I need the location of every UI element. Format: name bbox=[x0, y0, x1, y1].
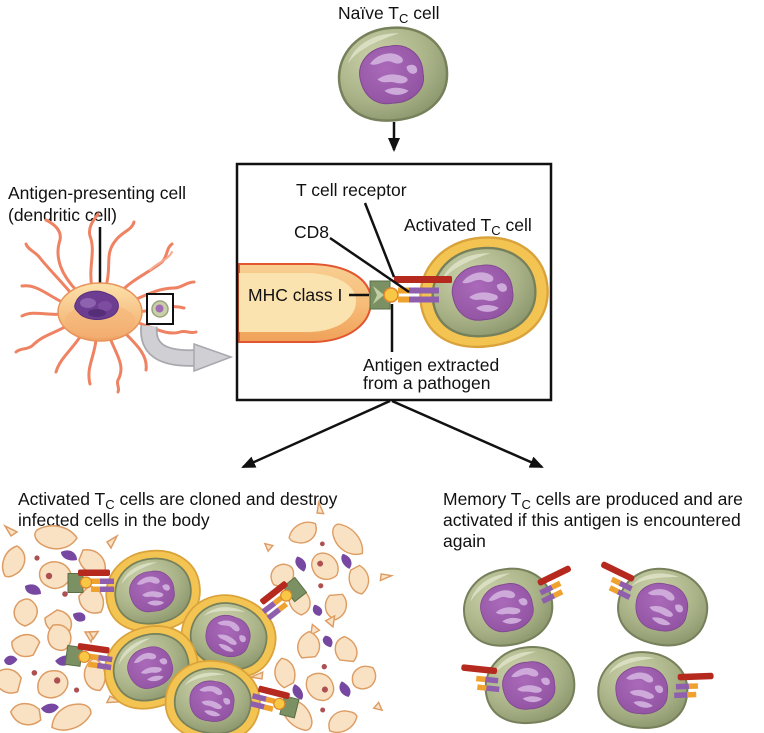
naive-t-cell bbox=[333, 22, 453, 127]
antigen-label-line1: Antigen extracted bbox=[363, 355, 499, 375]
memory-caption-line2: activated if this antigen is encountered bbox=[443, 510, 741, 530]
activated-cell-label: Activated TC cell bbox=[404, 215, 532, 238]
interaction-detail-box: T cell receptor CD8 Activated TC cell MH… bbox=[235, 162, 553, 402]
dendritic-nucleus-lump bbox=[98, 301, 112, 311]
dendritic-cell bbox=[14, 212, 198, 394]
tcr-label: T cell receptor bbox=[296, 180, 407, 200]
arrow-to-memory bbox=[391, 399, 544, 469]
cd8-pointer-line bbox=[329, 236, 410, 294]
memory-caption-line1: Memory TC cells are produced and are bbox=[443, 489, 743, 512]
mhc-groove bbox=[373, 286, 384, 304]
docked-receptor-complex bbox=[67, 568, 115, 594]
cd8-bar-tip bbox=[398, 287, 409, 294]
arrow-to-cloned bbox=[241, 399, 391, 469]
apc-label-line2: (dendritic cell) bbox=[8, 205, 117, 225]
memory-t-cell bbox=[593, 646, 693, 733]
antigen-ball bbox=[383, 287, 399, 303]
memory-t-cell bbox=[481, 643, 578, 727]
apc-pseudopod-inner bbox=[239, 273, 356, 332]
dendritic-nucleus-lump bbox=[80, 298, 96, 308]
cd8-bar bbox=[409, 287, 439, 294]
cd8-bar bbox=[409, 296, 439, 303]
magnified-antigen-core bbox=[155, 304, 164, 313]
mhc-label: MHC class I bbox=[248, 285, 342, 305]
dendritic-tendrils bbox=[14, 212, 198, 394]
t-cell-receptor-bar bbox=[394, 276, 452, 283]
memory-t-cell bbox=[456, 561, 560, 654]
tcr-pointer-line bbox=[363, 202, 396, 278]
docked-receptor-complex bbox=[64, 640, 115, 672]
cloned-caption-line1: Activated TC cells are cloned and destro… bbox=[18, 489, 338, 512]
cd8-bar-tip bbox=[398, 296, 409, 303]
magnify-arrow bbox=[140, 325, 234, 373]
interaction-box-border bbox=[235, 162, 553, 402]
dendritic-nucleus-lump bbox=[88, 309, 106, 317]
apc-label-line1: Antigen-presenting cell bbox=[8, 183, 186, 203]
naive-cell-label: Naïve TC cell bbox=[338, 3, 439, 26]
cloned-caption-line2: infected cells in the body bbox=[18, 510, 210, 530]
antigen-label-line2: from a pathogen bbox=[363, 373, 490, 393]
cd8-label: CD8 bbox=[294, 222, 329, 242]
memory-caption-line3: again bbox=[443, 531, 486, 551]
